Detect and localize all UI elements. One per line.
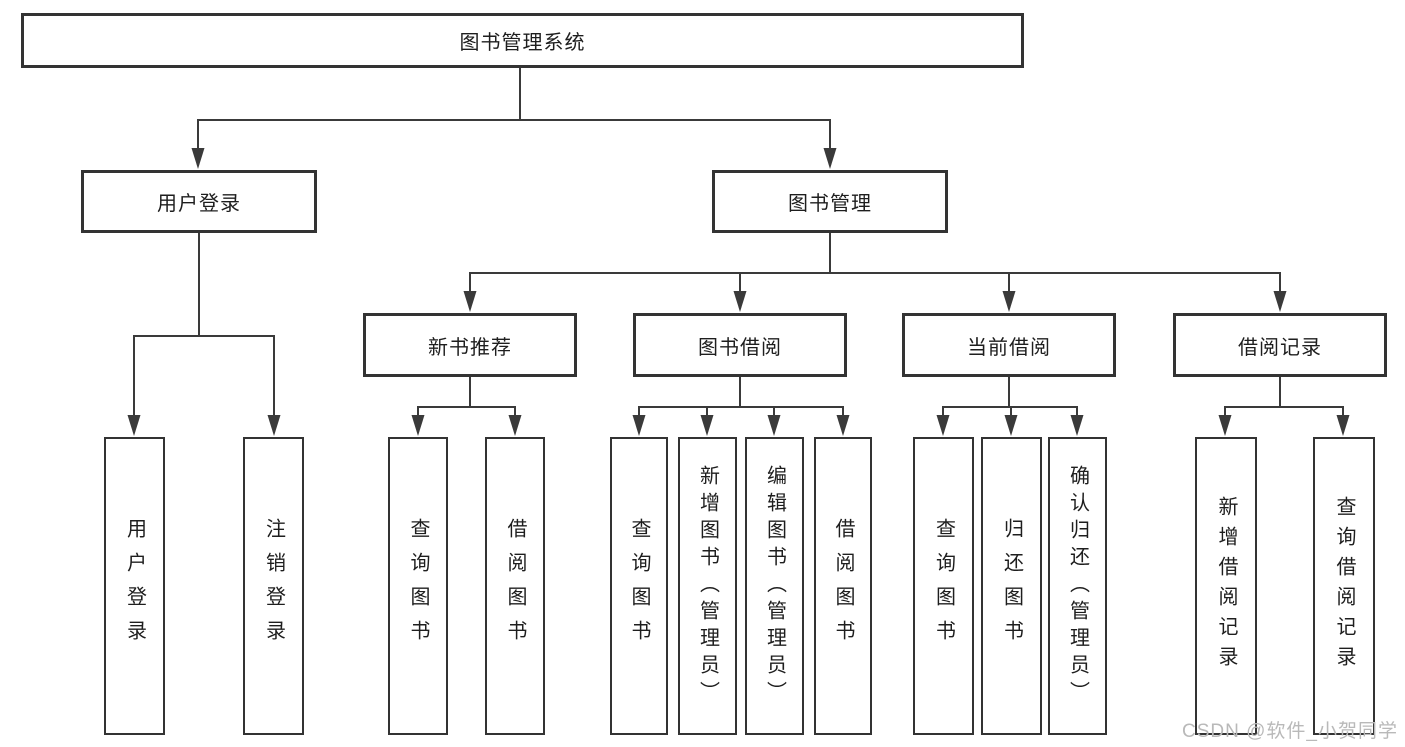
arrowhead — [700, 415, 714, 436]
leaf-bb-query-books: 查询图书 — [610, 437, 668, 735]
arrowhead — [836, 415, 850, 436]
connector-book-mgmt-to-level3 — [463, 233, 1287, 312]
leaf-cb-confirm-return-admin: 确认归还（管理员） — [1048, 437, 1107, 735]
leaf-label: 注销登录 — [262, 518, 285, 654]
arrowhead — [1070, 415, 1084, 436]
leaf-label: 归还图书 — [1000, 518, 1023, 654]
leaf-label: 查询图书 — [628, 518, 650, 654]
leaf-bb-add-books-admin: 新增图书（管理员） — [678, 437, 737, 735]
connector-user-login-children — [127, 233, 281, 436]
node-root-library-system: 图书管理系统 — [21, 13, 1024, 68]
leaf-bb-borrow-books: 借阅图书 — [814, 437, 872, 735]
leaf-label: 新增借阅记录 — [1215, 496, 1237, 676]
arrowhead — [733, 291, 747, 312]
leaf-label: 新增图书（管理员） — [696, 464, 719, 708]
leaf-logout: 注销登录 — [243, 437, 304, 735]
leaf-label: 编辑图书（管理员） — [763, 464, 786, 708]
leaf-cb-query-books: 查询图书 — [913, 437, 974, 735]
leaf-br-query-record: 查询借阅记录 — [1313, 437, 1375, 735]
leaf-label: 借阅图书 — [504, 518, 526, 654]
arrowhead — [411, 415, 425, 436]
node-book-management: 图书管理 — [712, 170, 948, 233]
leaf-label: 查询借阅记录 — [1333, 496, 1355, 676]
leaf-rec-query-books: 查询图书 — [388, 437, 448, 735]
arrowhead — [1218, 415, 1232, 436]
arrowhead — [1004, 415, 1018, 436]
csdn-watermark: CSDN @软件_小贺同学 — [1182, 721, 1398, 742]
node-new-book-recommend: 新书推荐 — [363, 313, 577, 377]
leaf-label: 用户登录 — [123, 518, 146, 654]
leaf-rec-borrow-books: 借阅图书 — [485, 437, 545, 735]
arrowhead — [191, 148, 205, 169]
arrowhead — [508, 415, 522, 436]
arrowhead — [823, 148, 837, 169]
arrowhead — [1273, 291, 1287, 312]
arrowhead — [632, 415, 646, 436]
node-current-borrow: 当前借阅 — [902, 313, 1116, 377]
connector-book-borrow-children — [632, 377, 850, 436]
connector-borrow-records-children — [1218, 377, 1350, 436]
leaf-label: 借阅图书 — [832, 518, 854, 654]
arrowhead — [767, 415, 781, 436]
arrowhead — [463, 291, 477, 312]
arrowhead — [1002, 291, 1016, 312]
connector-new-book-rec-children — [411, 377, 522, 436]
connector-root-to-level2 — [191, 68, 837, 169]
arrowhead — [127, 415, 141, 436]
leaf-label: 查询图书 — [407, 518, 429, 654]
leaf-br-add-record: 新增借阅记录 — [1195, 437, 1257, 735]
node-user-login: 用户登录 — [81, 170, 317, 233]
connector-current-borrow-children — [936, 377, 1084, 436]
node-book-borrow: 图书借阅 — [633, 313, 847, 377]
arrowhead — [936, 415, 950, 436]
leaf-user-login: 用户登录 — [104, 437, 165, 735]
leaf-bb-edit-books-admin: 编辑图书（管理员） — [745, 437, 804, 735]
arrowhead — [1336, 415, 1350, 436]
leaf-cb-return-books: 归还图书 — [981, 437, 1042, 735]
arrowhead — [267, 415, 281, 436]
leaf-label: 查询图书 — [932, 518, 955, 654]
node-borrow-records: 借阅记录 — [1173, 313, 1387, 377]
leaf-label: 确认归还（管理员） — [1066, 464, 1089, 708]
